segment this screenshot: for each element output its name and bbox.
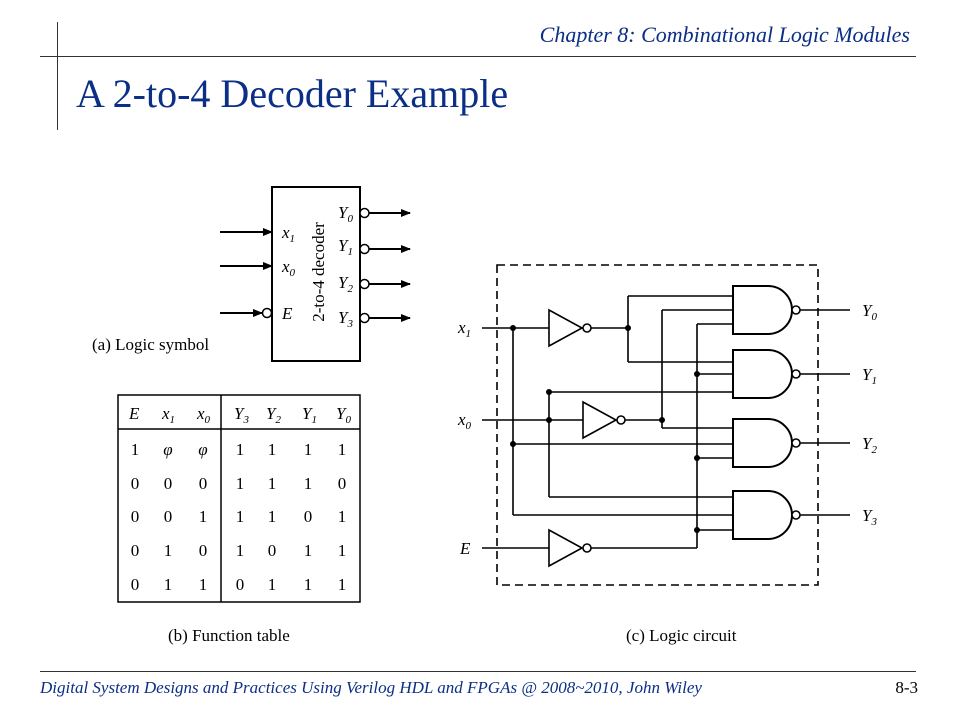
chapter-heading: Chapter 8: Combinational Logic Modules xyxy=(539,22,910,47)
table-cell: 1 xyxy=(164,575,173,594)
nand-gate-y0 xyxy=(732,285,793,335)
inverter-bubble xyxy=(616,415,626,425)
circuit-output-label: Y1 xyxy=(862,365,877,387)
table-cell: φ xyxy=(163,440,172,459)
table-cell: 0 xyxy=(131,575,140,594)
decoder-block-label: 2-to-4 decoder xyxy=(309,222,328,322)
table-cell: 1 xyxy=(304,474,313,493)
page-number: 8-3 xyxy=(895,678,918,697)
table-cell: 1 xyxy=(236,541,245,560)
inverter-bubble xyxy=(582,543,592,553)
nand-gate-y1 xyxy=(732,349,793,399)
table-cell: 0 xyxy=(131,541,140,560)
function-table-caption: (b) Function table xyxy=(168,626,290,645)
table-cell: 1 xyxy=(164,541,173,560)
table-cell: 0 xyxy=(199,474,208,493)
slide-title: A 2-to-4 Decoder Example xyxy=(76,71,509,116)
table-cell: 0 xyxy=(164,507,173,526)
nand-bubble xyxy=(791,369,801,379)
table-cell: 1 xyxy=(338,575,347,594)
nand-bubble xyxy=(791,510,801,520)
symbol-output-label: Y0 xyxy=(338,203,353,225)
table-cell: 1 xyxy=(304,575,313,594)
inverter-bubble xyxy=(582,323,592,333)
table-cell: 1 xyxy=(338,541,347,560)
output-bubble xyxy=(359,243,370,255)
table-header-cell: x0 xyxy=(196,404,211,426)
decoder-block xyxy=(271,186,361,362)
inverter-x0 xyxy=(582,400,618,440)
inverter-x1 xyxy=(548,308,584,348)
table-cell: 1 xyxy=(199,507,208,526)
junction-dots xyxy=(510,325,700,533)
table-body: 1 φ φ 1 1 1 1 0 0 0 1 1 1 0 0 0 1 1 1 0 1 0 1 0 1 0 1 1 0 1 1 0 1 1 1 xyxy=(131,440,347,594)
output-bubble xyxy=(359,312,370,324)
table-cell: 1 xyxy=(268,575,277,594)
output-bubble xyxy=(359,207,370,219)
output-bubble xyxy=(359,278,370,290)
table-cell: 1 xyxy=(236,507,245,526)
circuit-boundary xyxy=(496,264,819,586)
table-cell: 0 xyxy=(304,507,313,526)
table-cell: 1 xyxy=(268,474,277,493)
table-cell: 0 xyxy=(199,541,208,560)
nand-gate-y3 xyxy=(732,490,793,540)
table-header-cell: Y2 xyxy=(266,404,281,426)
nand-gate-y2 xyxy=(732,418,793,468)
nand-bubble xyxy=(791,438,801,448)
table-header-cell: x1 xyxy=(161,404,175,426)
table-header-cell: E xyxy=(128,404,140,423)
circuit-output-label: Y3 xyxy=(862,506,877,528)
table-cell: 1 xyxy=(199,575,208,594)
logic-symbol: 2-to-4 decoder x1 x0 E Y0 Y1 Y2 Y3 (a) L… xyxy=(92,186,411,362)
footer-text: Digital System Designs and Practices Usi… xyxy=(40,678,702,697)
table-cell: 0 xyxy=(236,575,245,594)
table-cell: 1 xyxy=(338,440,347,459)
circuit-output-label: Y2 xyxy=(862,434,877,456)
table-cell: 1 xyxy=(304,541,313,560)
header-rule xyxy=(40,56,916,57)
nand-bubble xyxy=(791,305,801,315)
footer-rule xyxy=(40,671,916,672)
table-cell: 1 xyxy=(236,474,245,493)
circuit-output-label: Y0 xyxy=(862,301,877,323)
table-cell: 1 xyxy=(304,440,313,459)
symbol-output-label: Y2 xyxy=(338,273,353,295)
symbol-output-label: Y3 xyxy=(338,308,353,330)
symbol-output-label: Y1 xyxy=(338,236,353,258)
table-header-cell: Y3 xyxy=(234,404,249,426)
table-cell: 1 xyxy=(268,507,277,526)
table-border xyxy=(117,394,361,603)
table-cell: 1 xyxy=(268,440,277,459)
symbol-input-label: x1 xyxy=(281,223,295,245)
table-cell: 1 xyxy=(236,440,245,459)
table-cell: 0 xyxy=(338,474,347,493)
table-header-cell: Y0 xyxy=(336,404,351,426)
table-cell: 1 xyxy=(131,440,140,459)
table-cell: φ xyxy=(198,440,207,459)
logic-circuit-caption: (c) Logic circuit xyxy=(626,626,737,645)
circuit-labels: x1 x0 E Y0 Y1 Y2 Y3 (c) Logic circuit xyxy=(457,301,877,645)
logic-symbol-caption: (a) Logic symbol xyxy=(92,335,209,354)
circuit-input-label: E xyxy=(459,539,471,558)
inverter-e xyxy=(548,528,584,568)
table-cell: 0 xyxy=(131,507,140,526)
circuit-input-label: x1 xyxy=(457,318,471,340)
circuit-input-label: x0 xyxy=(457,410,472,432)
symbol-input-label: E xyxy=(281,304,293,323)
table-cell: 0 xyxy=(131,474,140,493)
table-cell: 1 xyxy=(338,507,347,526)
table-cell: 0 xyxy=(164,474,173,493)
logic-circuit xyxy=(482,264,850,586)
table-cell: 0 xyxy=(268,541,277,560)
header-vertical-rule xyxy=(57,22,58,130)
enable-bubble xyxy=(261,307,273,319)
table-header-cell: Y1 xyxy=(302,404,317,426)
symbol-input-label: x0 xyxy=(281,257,296,279)
